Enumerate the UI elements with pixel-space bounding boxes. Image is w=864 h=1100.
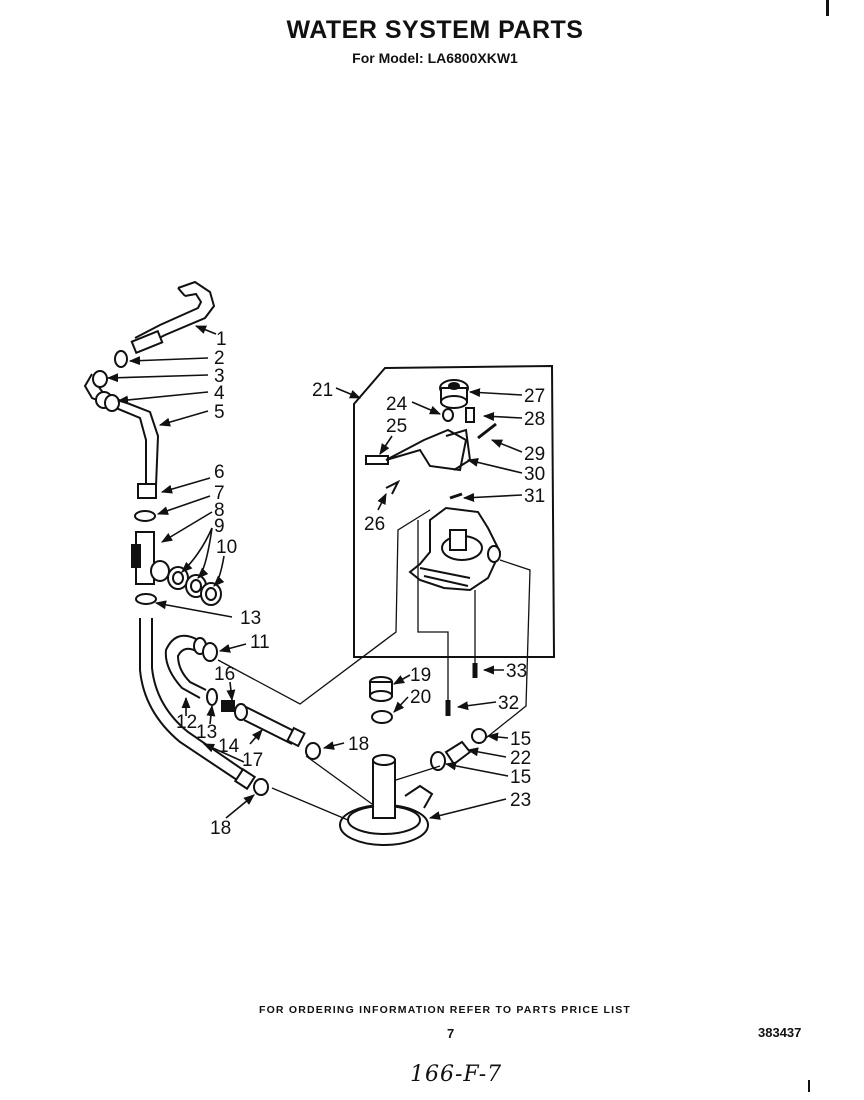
- callout-17: 17: [242, 750, 263, 771]
- callout-26: 26: [364, 514, 385, 535]
- callout-14: 14: [218, 736, 240, 757]
- ordering-note: FOR ORDERING INFORMATION REFER TO PARTS …: [258, 1004, 632, 1016]
- callout-30: 30: [524, 464, 545, 485]
- model-subtitle: For Model: LA6800XKW1: [352, 50, 518, 66]
- part-clamp-18a: [253, 778, 269, 796]
- callout-18b: 18: [348, 734, 369, 755]
- edge-mark-top: [826, 0, 829, 16]
- callout-13b: 13: [196, 722, 217, 743]
- part-washer-20: [371, 710, 393, 724]
- page-title: WATER SYSTEM PARTS: [286, 16, 584, 44]
- pump-parts: [365, 379, 502, 592]
- callout-33: 33: [506, 661, 527, 682]
- callout-5: 5: [214, 402, 225, 423]
- part-base-23: [339, 754, 434, 846]
- part-clamp-18b: [305, 742, 321, 760]
- callout-22: 22: [510, 748, 531, 769]
- callout-2: 2: [214, 348, 225, 369]
- callout-11: 11: [250, 632, 270, 653]
- callout-20: 20: [410, 687, 431, 708]
- callout-labels: 1 2 3 4 5 6 7 8 9 10 13 11 16 12 13 14 1…: [176, 329, 545, 839]
- callout-27: 27: [524, 386, 545, 407]
- assembly-guide-lines: [217, 509, 531, 821]
- callout-28: 28: [524, 409, 545, 430]
- part-seal-19: [369, 676, 393, 702]
- part-inlet-tube-5: [83, 370, 160, 499]
- callout-31: 31: [524, 486, 545, 507]
- callout-13a: 13: [240, 608, 261, 629]
- callout-7: 7: [214, 483, 225, 504]
- callout-12: 12: [176, 712, 197, 733]
- part-hose-12: [164, 634, 218, 699]
- part-inlet-hose: [130, 280, 216, 355]
- page-number: 7: [447, 1026, 455, 1041]
- part-clamp-2: [114, 350, 128, 368]
- callout-15a: 15: [510, 729, 531, 750]
- part-connector-22: [430, 728, 487, 771]
- callout-10: 10: [216, 537, 237, 558]
- leader-lines: [106, 325, 523, 820]
- part-valve-assembly: [131, 510, 222, 606]
- edge-mark-bottom: [808, 1080, 810, 1092]
- callout-21: 21: [312, 380, 333, 401]
- callout-18a: 18: [210, 818, 231, 839]
- callout-6: 6: [214, 462, 225, 483]
- callout-29: 29: [524, 444, 545, 465]
- callout-16: 16: [214, 664, 235, 685]
- callout-8: 8: [214, 500, 225, 521]
- callout-19: 19: [410, 665, 431, 686]
- callout-15b: 15: [510, 767, 531, 788]
- callout-1: 1: [216, 329, 227, 350]
- callout-23: 23: [510, 790, 531, 811]
- callout-3: 3: [214, 366, 225, 387]
- callout-25: 25: [386, 416, 407, 437]
- callout-4: 4: [214, 383, 225, 404]
- callout-9: 9: [214, 516, 225, 537]
- callout-32: 32: [498, 693, 519, 714]
- handwritten-note: 166-F-7: [410, 1062, 503, 1087]
- part-drain-hose-17: [139, 618, 257, 791]
- callout-24: 24: [386, 394, 408, 415]
- document-number: 383437: [758, 1025, 802, 1040]
- parts-drawing: [83, 280, 556, 846]
